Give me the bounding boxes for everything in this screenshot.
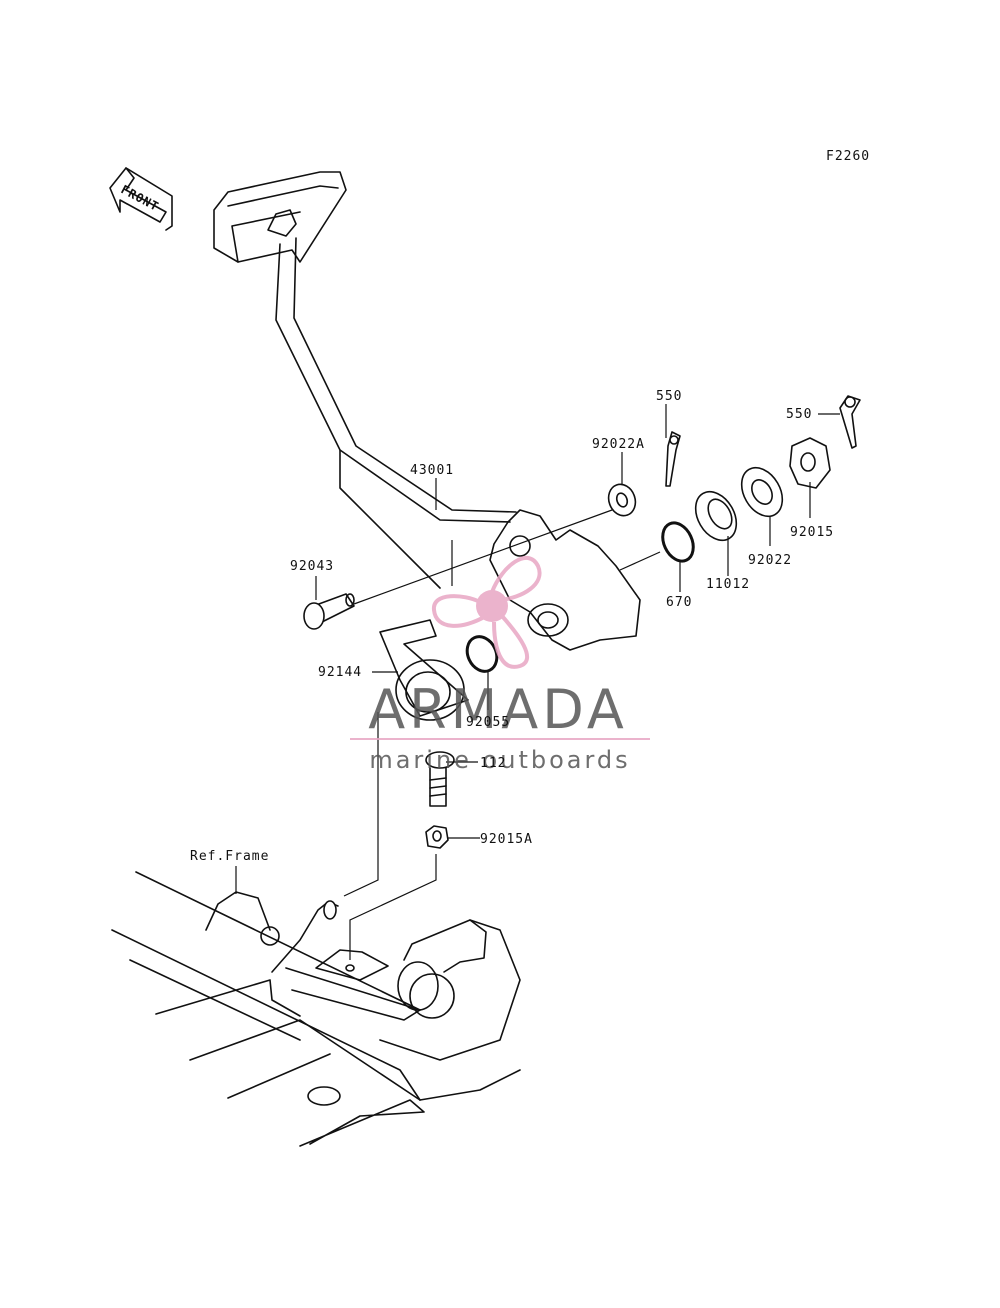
cotter-pin-left-part bbox=[665, 431, 681, 487]
part-label-11012: 11012 bbox=[706, 577, 750, 592]
brake-pedal-part bbox=[213, 171, 641, 651]
part-label-112: 112 bbox=[480, 756, 506, 771]
leader-lines bbox=[235, 404, 840, 960]
part-label-92015: 92015 bbox=[790, 525, 834, 540]
watermark-brand: ARMADA bbox=[368, 678, 628, 741]
o-ring-92055-part bbox=[465, 635, 499, 673]
bolt-112-part bbox=[425, 751, 455, 807]
washer-92022a-part bbox=[607, 483, 637, 517]
part-label-92144: 92144 bbox=[318, 665, 362, 680]
return-spring-part bbox=[379, 619, 469, 721]
part-label-92022a: 92022A bbox=[592, 437, 645, 452]
part-label-92043: 92043 bbox=[290, 559, 334, 574]
ref-frame-label: Ref.Frame bbox=[190, 849, 269, 864]
pivot-pin-part bbox=[303, 593, 355, 630]
nut-92015a-part bbox=[425, 825, 449, 849]
part-label-92022: 92022 bbox=[748, 553, 792, 568]
part-label-550-left: 550 bbox=[656, 389, 682, 404]
part-label-550-right: 550 bbox=[786, 407, 812, 422]
o-ring-670-part bbox=[661, 521, 695, 563]
part-label-670: 670 bbox=[666, 595, 692, 610]
diagram-code: F2260 bbox=[826, 149, 870, 164]
front-arrow-icon: FRONT bbox=[109, 167, 173, 231]
frame-part bbox=[111, 871, 521, 1147]
brand-watermark: ARMADA marine outboards bbox=[350, 555, 650, 774]
nut-92015-part bbox=[789, 437, 831, 489]
front-label: FRONT bbox=[119, 182, 162, 214]
propeller-logo-icon bbox=[432, 555, 542, 669]
bushing-11012-part bbox=[694, 490, 738, 542]
watermark-divider bbox=[350, 738, 650, 740]
cotter-pin-right-part bbox=[839, 395, 861, 449]
part-label-92015a: 92015A bbox=[480, 832, 533, 847]
part-label-43001: 43001 bbox=[410, 463, 454, 478]
washer-92022-part bbox=[740, 466, 784, 518]
part-label-92055: 92055 bbox=[466, 715, 510, 730]
watermark-tagline: marine outboards bbox=[369, 746, 630, 774]
